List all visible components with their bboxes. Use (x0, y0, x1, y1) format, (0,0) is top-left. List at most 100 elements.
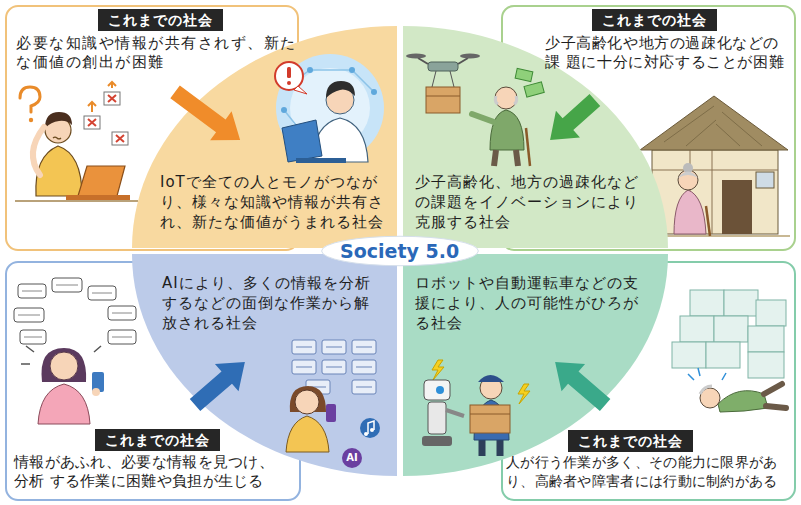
rural-house-figure (674, 190, 706, 234)
rural-house-figure (664, 106, 762, 146)
ai-assistant-figure (295, 390, 319, 414)
overwhelmed-user-figure (88, 286, 116, 300)
robot-helper-figure (518, 384, 530, 404)
robot-helper-figure (446, 410, 464, 416)
rural-house-figure (678, 170, 698, 190)
connected-worker-figure (371, 89, 377, 95)
center-label: Society 5.0 (340, 239, 459, 263)
connected-worker-figure (287, 67, 291, 78)
drone-delivery-figure (495, 87, 517, 109)
confused-worker-figure (66, 195, 130, 200)
overwhelmed-user-figure (52, 278, 82, 292)
block-arrow (190, 362, 245, 411)
connected-worker-figure (281, 107, 287, 113)
ai-assistant-figure (286, 416, 329, 452)
heavy-boxes-figure (706, 342, 740, 368)
ai-assistant-figure (326, 404, 336, 422)
confused-worker-figure (88, 82, 116, 112)
robot-helper-figure (424, 380, 450, 400)
heavy-boxes-figure (700, 386, 712, 394)
heavy-boxes-figure (756, 300, 786, 326)
overwhelmed-user-figure (14, 278, 136, 424)
drone-delivery-figure (490, 110, 524, 150)
rural-house-figure (678, 172, 698, 179)
overwhelmed-user-figure (108, 306, 136, 320)
rural-house-figure (722, 180, 752, 234)
confused-worker-figure (15, 82, 138, 201)
body-text: 情報があふれ、必要な情報を見つけ、分析 する作業に困難や負担が生じる (14, 453, 298, 491)
heavy-boxes-figure (690, 290, 724, 316)
body-text: 人が行う作業が多く、その能力に限界があ り、高齢者や障害者には行動に制約がある (506, 453, 794, 491)
heavy-boxes-figure (672, 342, 706, 368)
confused-worker-figure (116, 135, 124, 142)
oval-shape (322, 236, 479, 265)
confused-worker-figure (36, 146, 82, 196)
overwhelmed-user-figure (50, 352, 78, 380)
center-oval: Society 5.0 (320, 235, 480, 267)
overwhelmed-user-figure (38, 384, 90, 424)
heavy-boxes-figure (680, 316, 714, 342)
ai-assistant-figure (352, 380, 376, 394)
badge-text: AI (346, 452, 357, 464)
drone-delivery-figure (495, 96, 516, 104)
overwhelmed-user-figure (20, 330, 46, 344)
robot-helper-figure (422, 436, 452, 446)
ai-assistant-figure (352, 360, 376, 374)
heavy-boxes-figure (672, 290, 786, 412)
overwhelmed-user-figure (92, 372, 104, 392)
heavy-boxes-figure (748, 352, 784, 378)
robot-helper-figure (482, 440, 500, 456)
overwhelmed-user-figure (14, 308, 44, 322)
rural-house-figure (652, 150, 778, 234)
block-arrow (555, 362, 610, 411)
drone-delivery-figure (515, 68, 533, 81)
connected-worker-figure (275, 54, 384, 163)
drone-delivery-figure (418, 58, 468, 64)
rural-house-figure (652, 150, 778, 234)
connected-worker-figure (294, 86, 307, 94)
ai-assistant-figure (292, 360, 316, 374)
overwhelmed-user-figure (18, 285, 132, 337)
connected-worker-figure (275, 62, 303, 90)
heavy-boxes-figure (700, 388, 720, 408)
drone-delivery-figure (428, 62, 458, 71)
block-arrow (550, 94, 600, 140)
quadrant-text: 少子高齢化、地方の過疎化など の課題をイノベーションにより 克服する社会 (415, 172, 651, 232)
drone-delivery-figure (460, 54, 480, 59)
robot-helper-figure (470, 414, 510, 415)
confused-worker-figure (33, 127, 44, 175)
ai-assistant-figure (286, 340, 380, 468)
drone-delivery-figure (426, 96, 460, 97)
ai-assistant-figure (322, 340, 346, 354)
heading-tab: これまでの社会 (592, 9, 717, 31)
ai-assistant-figure (290, 386, 326, 412)
confused-worker-figure (20, 87, 40, 112)
overwhelmed-user-figure (18, 284, 46, 298)
confused-worker-figure (112, 132, 128, 145)
rural-house-figure (756, 172, 774, 188)
drone-delivery-figure (406, 54, 426, 59)
ai-assistant-figure (364, 432, 368, 436)
drone-delivery-figure (494, 150, 518, 166)
sector-shape (403, 26, 668, 248)
heading-tab: これまでの社会 (568, 430, 693, 452)
drone-delivery-figure (406, 54, 544, 167)
confused-worker-figure (45, 117, 71, 143)
overwhelmed-user-figure (21, 346, 101, 364)
connected-worker-figure (296, 158, 346, 163)
robot-helper-figure (478, 375, 504, 382)
robot-helper-figure (480, 377, 502, 399)
heavy-boxes-figure (748, 326, 784, 352)
heading-tab: これまでの社会 (98, 9, 223, 31)
drone-delivery-figure (472, 114, 494, 122)
body-text: 少子高齢化や地方の過疎化などの課 題に十分に対応することが困難 (545, 34, 793, 72)
connected-worker-figure (312, 118, 368, 162)
ai-assistant-figure (306, 380, 330, 394)
overwhelmed-user-figure (92, 388, 100, 396)
ai-assistant-figure (370, 428, 374, 432)
confused-worker-figure (45, 112, 72, 128)
quadrant-sector: IoTで全ての人とモノがつなが り、様々な知識や情報が共有さ れ、新たな価値がう… (132, 26, 397, 248)
ai-assistant-figure (360, 418, 380, 438)
